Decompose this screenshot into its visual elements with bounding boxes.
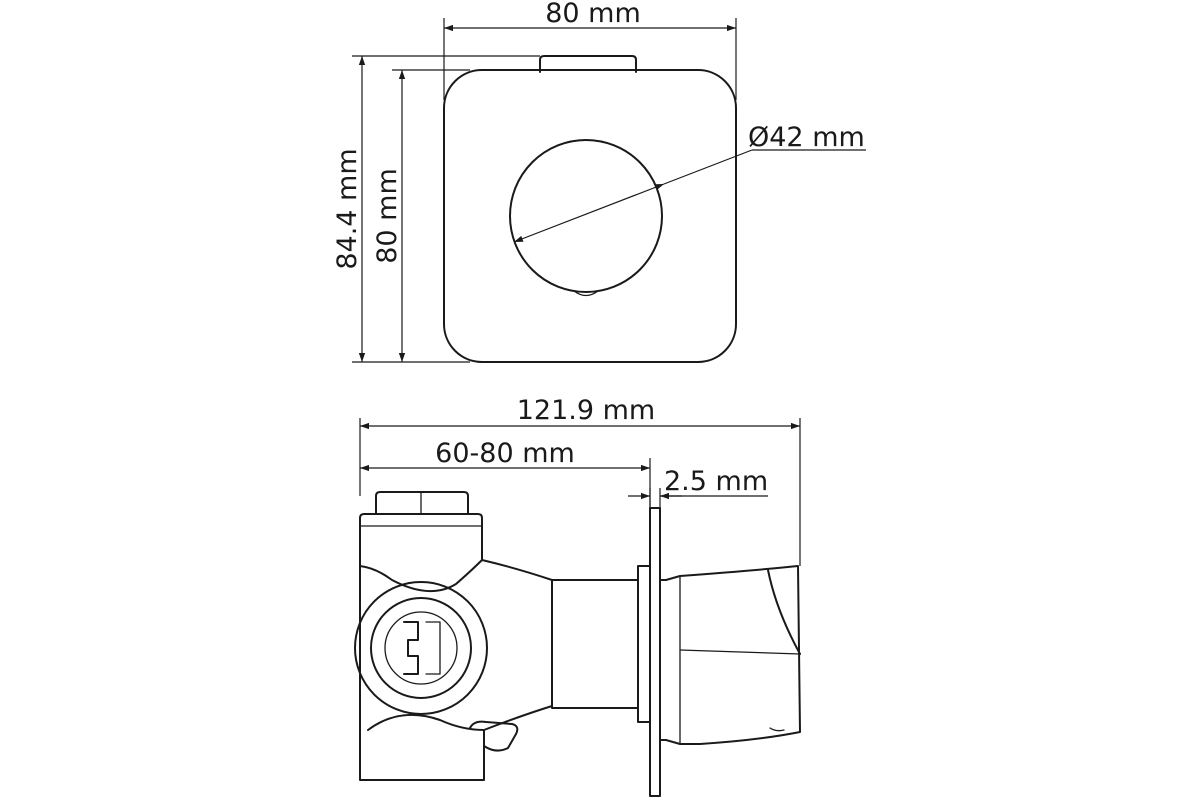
handle-housing	[659, 565, 801, 745]
top-cap-outline	[539, 55, 637, 73]
side-install-label: 60-80 mm	[435, 438, 575, 469]
side-cover-plate	[649, 507, 661, 797]
cover-plate	[443, 69, 737, 363]
handle-tip	[769, 727, 785, 732]
body-upper-curve	[359, 559, 483, 593]
outlet-port-outer	[354, 581, 488, 715]
front-view: 80 mm 84.4 mm 80 mm Ø42 mm	[332, 0, 866, 363]
knob-diameter-label: Ø42 mm	[748, 122, 865, 153]
knob	[509, 139, 663, 293]
knob-diameter-dim-line	[513, 183, 665, 243]
body-lower-curve	[367, 713, 485, 731]
knob-nub	[573, 290, 599, 297]
handle-curve	[767, 569, 801, 655]
outlet-port-inner	[384, 611, 458, 685]
front-total-height-label: 84.4 mm	[332, 148, 363, 269]
outlet-port-ring	[370, 597, 472, 699]
front-width-label: 80 mm	[545, 0, 641, 29]
side-view: 121.9 mm 60-80 mm 2.5 mm	[354, 395, 801, 797]
knob-diameter-leader	[663, 149, 753, 185]
front-plate-height-label: 80 mm	[372, 168, 403, 264]
side-thickness-label: 2.5 mm	[664, 466, 768, 497]
top-nut-collar	[359, 513, 483, 527]
handle-mid-line	[679, 649, 801, 655]
outlet-clip-inner	[425, 621, 441, 675]
flange	[637, 565, 651, 723]
outlet-clip	[403, 621, 419, 675]
top-nut	[375, 491, 469, 515]
body-lug	[469, 720, 519, 752]
side-depth-label: 121.9 mm	[517, 395, 655, 426]
sleeve	[551, 579, 639, 709]
